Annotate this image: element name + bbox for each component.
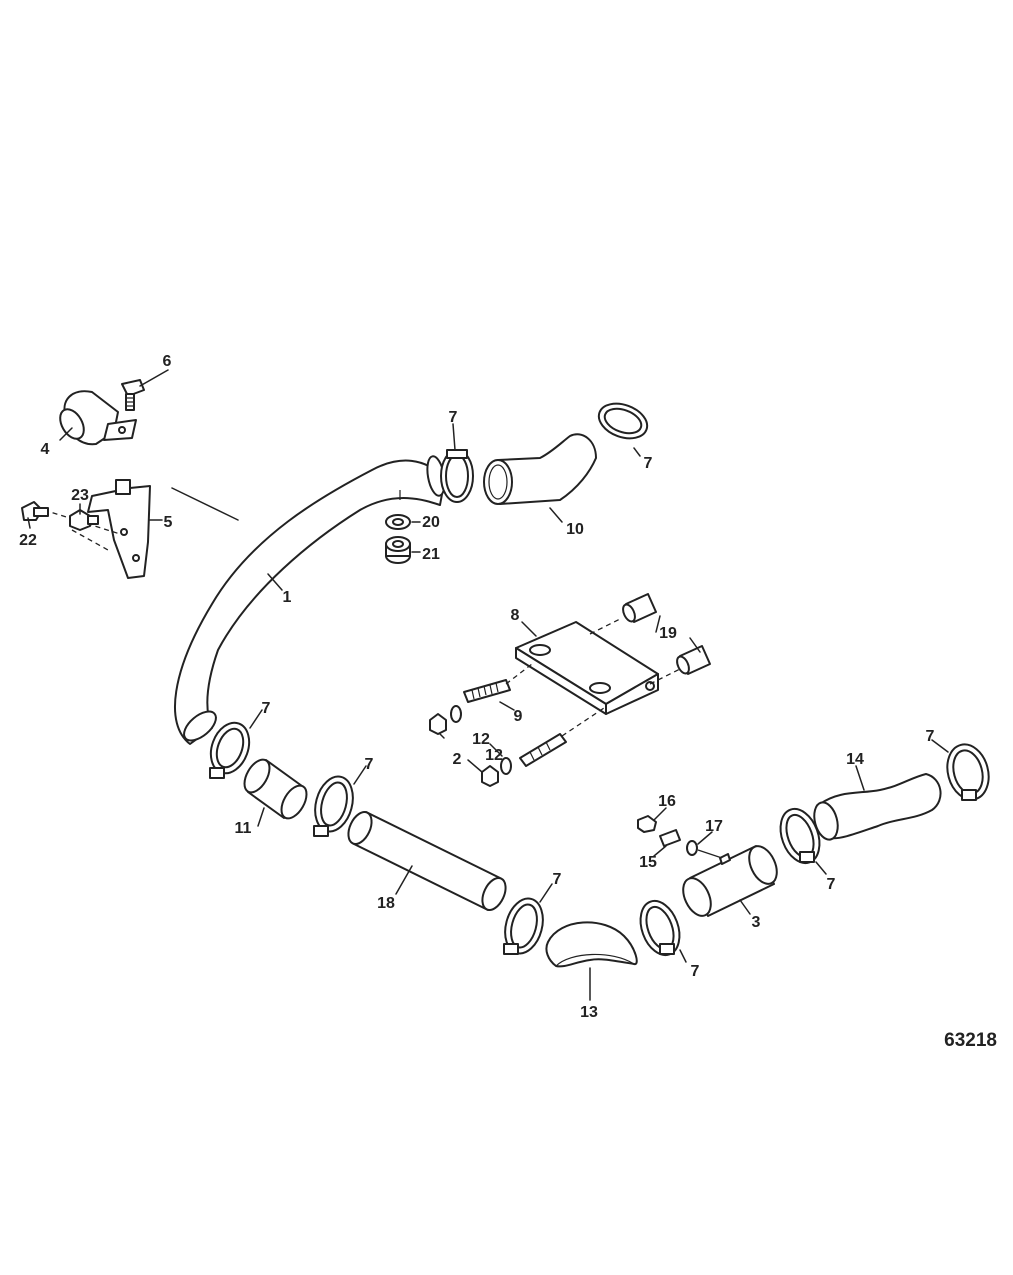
hose-1	[173, 455, 446, 745]
callout-7: 7	[449, 409, 458, 426]
callout-13: 13	[580, 1004, 598, 1021]
nut-23	[69, 509, 99, 531]
callout-5: 5	[164, 514, 173, 531]
spacer-19	[676, 645, 711, 675]
clamp-7	[597, 402, 649, 440]
washer-12	[500, 757, 512, 775]
callout-3: 3	[752, 914, 761, 931]
screw-6	[121, 379, 145, 411]
callout-1: 1	[283, 589, 292, 606]
strap-4	[59, 390, 137, 446]
callout-11: 11	[235, 820, 252, 837]
nut-2	[481, 765, 499, 787]
callout-20: 20	[422, 514, 440, 531]
callout-12: 12	[472, 731, 490, 748]
stud-9	[519, 733, 567, 767]
callout-labels: 1 6 4 5 23 22 7 7 10 20 21 8 19 9 12 12 …	[19, 353, 934, 1021]
callout-2: 2	[453, 751, 462, 768]
spacer-19	[622, 593, 657, 623]
elbow-13	[545, 921, 638, 968]
callout-12: 12	[485, 747, 503, 764]
callout-7: 7	[365, 756, 374, 773]
callout-4: 4	[41, 441, 50, 458]
coupler-11	[243, 758, 308, 820]
hose-18	[347, 811, 507, 911]
washer-12	[450, 705, 462, 723]
callout-23: 23	[71, 487, 89, 504]
leader-lines	[27, 369, 949, 1001]
clamp-7	[639, 899, 681, 957]
callout-7: 7	[262, 700, 271, 717]
hose-10	[483, 433, 597, 505]
bolt-22	[21, 501, 49, 521]
callout-10: 10	[566, 521, 584, 538]
callout-7: 7	[644, 455, 653, 472]
callout-21: 21	[422, 546, 440, 563]
stud-9	[463, 679, 511, 703]
callout-7: 7	[827, 876, 836, 893]
clamp-7	[313, 775, 354, 837]
fitting-15	[659, 829, 681, 847]
grommet-21	[385, 536, 411, 564]
callout-9: 9	[514, 708, 523, 725]
nut-2	[429, 713, 447, 735]
callout-8: 8	[511, 607, 520, 624]
callout-6: 6	[163, 353, 172, 370]
nut-16	[637, 815, 657, 833]
callout-15: 15	[639, 854, 657, 871]
callout-7: 7	[926, 728, 935, 745]
washer-20	[385, 514, 411, 530]
clamp-7	[946, 743, 990, 801]
callout-7: 7	[691, 963, 700, 980]
callout-16: 16	[658, 793, 676, 810]
clamp-7	[503, 897, 544, 955]
washer-17	[686, 840, 698, 856]
bracket-5	[87, 479, 151, 579]
callout-14: 14	[846, 751, 864, 768]
clamp-7	[209, 721, 251, 779]
callout-17: 17	[705, 818, 723, 835]
callout-7: 7	[553, 871, 562, 888]
callout-18: 18	[377, 895, 395, 912]
figure-number: 63218	[944, 1030, 997, 1051]
callout-19: 19	[659, 625, 677, 642]
callout-22: 22	[19, 532, 37, 549]
hose-14	[813, 773, 942, 841]
fitting-3	[682, 845, 778, 917]
clamp-7	[440, 449, 474, 503]
plate-8	[515, 621, 659, 715]
